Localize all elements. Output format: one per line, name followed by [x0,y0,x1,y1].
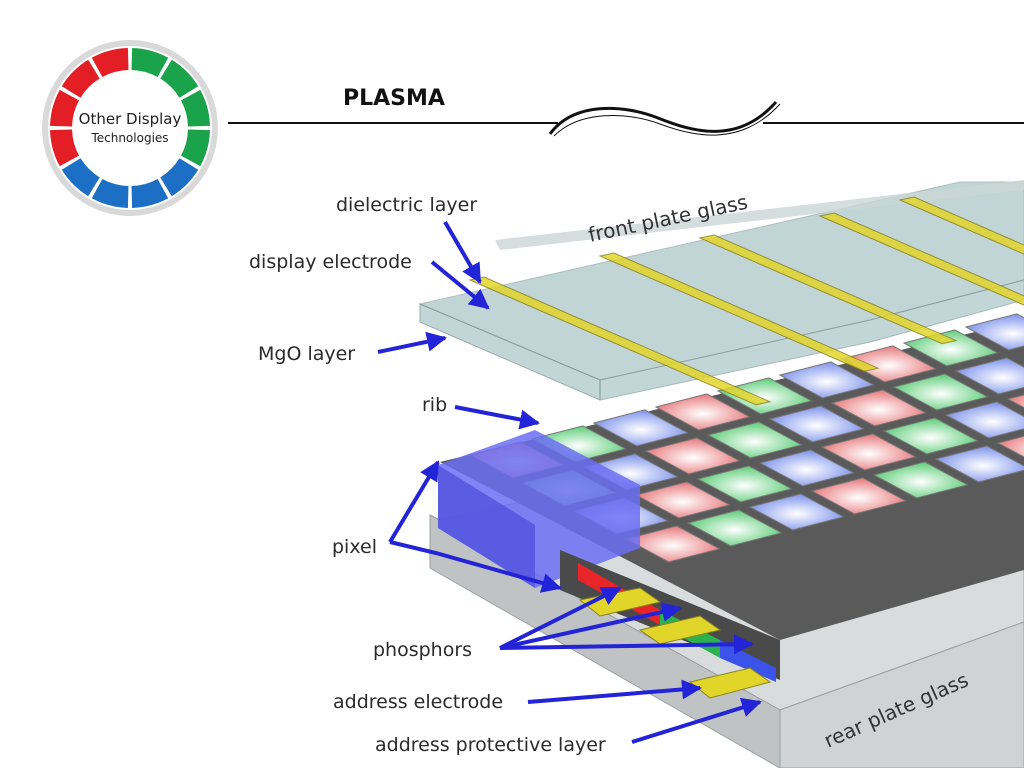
logo-ring-segment [50,89,80,127]
label-address-electrode: address electrode [333,691,503,713]
label-phosphors: phosphors [373,639,472,661]
pixel-cell [716,377,813,415]
page-title: PLASMA [343,86,445,111]
logo-ring-segment [50,129,80,167]
logo: Other Display Technologies [40,38,220,218]
label-dielectric-layer: dielectric layer [336,194,477,216]
logo-ring-segment [61,158,100,197]
pixel-cell [840,345,937,383]
logo-ring-segment [91,48,129,78]
display-electrode-strip [598,252,880,372]
pixel-cell [696,465,793,503]
display-electrode-strip [818,212,1024,306]
wave-flourish [548,101,778,135]
pixel-cell [964,313,1024,351]
pixel-cell [706,421,803,459]
pixel-cell [934,445,1024,483]
pixel-cell [686,509,783,547]
label-pixel: pixel [332,536,377,558]
display-electrode-strip [698,234,958,345]
pixel-cell [768,405,865,443]
display-electrode-strip [898,196,1024,255]
pixel-cell [892,373,989,411]
logo-ring-segment [180,89,210,127]
pixel-cell [882,417,979,455]
label-rib: rib [422,394,447,416]
pixel-cell [758,449,855,487]
logo-title: Other Display [78,110,182,128]
pixel-cell [954,357,1024,395]
label-address-protective-layer: address protective layer [375,734,606,756]
title-rule [228,101,1024,137]
pixel-cell [654,393,751,431]
pixel-cell [996,435,1024,458]
pixel-cell [592,409,689,447]
pixel-cell [748,493,845,531]
logo-ring-segment [180,129,210,167]
logo-ring-segment [160,59,199,98]
pixel-cell [634,481,731,519]
label-display-electrode: display electrode [249,251,412,273]
label-mgo-layer: MgO layer [258,343,355,365]
plasma-diagram: dielectric layer display electrode MgO l… [249,180,1024,768]
logo-ring-segment [160,158,199,197]
logo-ring-segment [131,178,169,208]
logo-ring-segment [61,59,100,98]
pixel-cell [820,433,917,471]
pixel-cell [830,389,927,427]
address-electrode-strip [688,667,772,699]
pixel-cell [944,401,1024,439]
pixel-cell [872,461,969,499]
pixel-cell [778,361,875,399]
pixel-cell [810,477,907,515]
logo-ring [42,40,218,216]
logo-subtitle: Technologies [91,131,169,145]
logo-ring-segment [91,178,129,208]
logo-ring-segment [131,48,169,78]
pixel-cell [624,525,721,563]
pixel-cell [1006,394,1024,409]
pixel-cell [644,437,741,475]
